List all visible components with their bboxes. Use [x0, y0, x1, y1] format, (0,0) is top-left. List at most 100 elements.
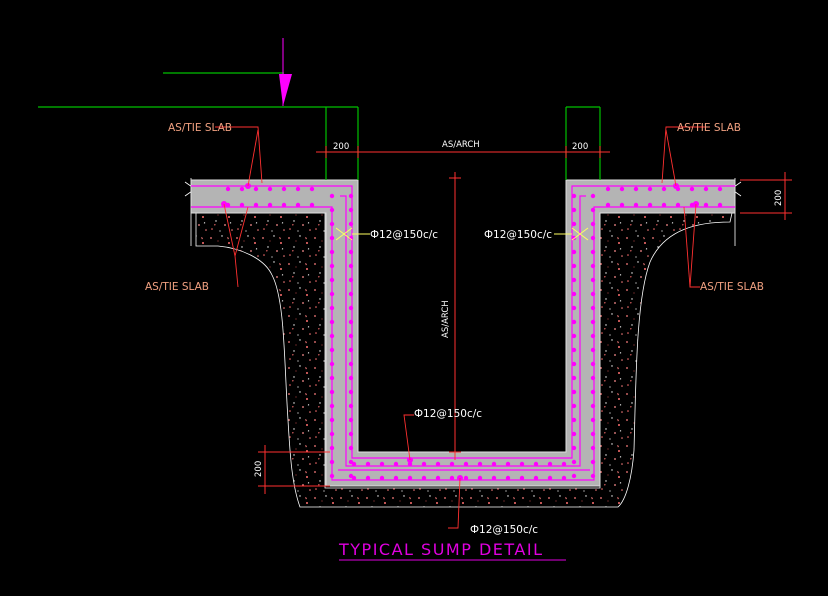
rebar-dot	[348, 445, 354, 451]
rebar-dot	[253, 202, 259, 208]
rebar-dot	[393, 475, 399, 481]
rebar-dot	[661, 202, 667, 208]
rebar-dot	[329, 207, 335, 213]
rebar-dot	[449, 461, 455, 467]
rebar-dot	[348, 291, 354, 297]
rebar-dot	[647, 186, 653, 192]
leader-lines	[215, 126, 710, 529]
rebar-dot	[590, 305, 596, 311]
sump-concrete	[190, 179, 736, 487]
rebar-dot	[703, 186, 709, 192]
rebar-dot	[348, 417, 354, 423]
rebar-dot	[463, 475, 469, 481]
rebar-dot	[348, 431, 354, 437]
rebar-dot	[547, 475, 553, 481]
rebar-dot	[571, 473, 577, 479]
rebar-dot	[329, 277, 335, 283]
rebar-label-wall-left: Ф12@150c/c	[370, 229, 438, 241]
soil-backfill	[195, 212, 733, 508]
rebar-dot	[533, 461, 539, 467]
dimension-lines	[258, 146, 792, 494]
rebar-dot	[348, 305, 354, 311]
rebar-dot	[590, 319, 596, 325]
rebar-dot	[348, 193, 354, 199]
rebar-dot	[571, 319, 577, 325]
rebar-dot	[590, 431, 596, 437]
rebar-dot	[329, 221, 335, 227]
rebar-dot	[351, 475, 357, 481]
rebar-dot	[675, 202, 681, 208]
rebar-dot	[571, 221, 577, 227]
dim-inner-width: AS/ARCH	[442, 140, 480, 150]
rebar-dot	[329, 235, 335, 241]
rebar-dot	[435, 475, 441, 481]
rebar-dot	[379, 475, 385, 481]
label-tie-slab-top-left: AS/TIE SLAB	[168, 122, 232, 134]
rebar-dot	[449, 475, 455, 481]
rebar-dot	[590, 207, 596, 213]
rebar-dot	[329, 417, 335, 423]
rebar-dot	[571, 375, 577, 381]
rebar-dot	[267, 186, 273, 192]
rebar-dot	[329, 193, 335, 199]
rebar-label-wall-right: Ф12@150c/c	[484, 229, 552, 241]
rebar-dot	[348, 333, 354, 339]
rebar-dot	[571, 291, 577, 297]
rebar-dot	[253, 186, 259, 192]
rebar-dot	[619, 202, 625, 208]
rebar-dot	[407, 475, 413, 481]
rebar-dot	[348, 347, 354, 353]
rebar-dot	[281, 202, 287, 208]
rebar-dot	[348, 319, 354, 325]
rebar-dot	[590, 221, 596, 227]
rebar-dot	[239, 186, 245, 192]
rebar-dot	[329, 459, 335, 465]
rebar-dot	[329, 305, 335, 311]
rebar-dot	[590, 375, 596, 381]
rebar-dot	[505, 475, 511, 481]
rebar-dot	[348, 235, 354, 241]
rebar-dot	[571, 305, 577, 311]
rebar-dot	[329, 389, 335, 395]
rebar-label-base-bottom: Ф12@150c/c	[470, 524, 538, 536]
rebar-dot	[633, 202, 639, 208]
rebar-dot	[421, 475, 427, 481]
rebar-label-base-top: Ф12@150c/c	[414, 408, 482, 420]
rebar-dot	[590, 193, 596, 199]
rebar-dot	[348, 207, 354, 213]
rebar-dot	[329, 263, 335, 269]
rebar-dot	[571, 347, 577, 353]
rebar-dot	[329, 431, 335, 437]
rebar-dots	[221, 183, 723, 481]
rebar-dot	[519, 461, 525, 467]
rebar-dot	[491, 475, 497, 481]
rebar-dot	[267, 202, 273, 208]
rebar-callout-marks	[335, 227, 589, 241]
rebar-dot	[281, 186, 287, 192]
rebar-dot	[590, 417, 596, 423]
rebar-dot	[561, 475, 567, 481]
rebar-dot	[295, 202, 301, 208]
rebar-dot	[463, 461, 469, 467]
rebar-dot	[365, 461, 371, 467]
rebar-dot	[329, 347, 335, 353]
rebar-dot	[647, 202, 653, 208]
rebar-dot	[491, 461, 497, 467]
rebar-dot	[477, 475, 483, 481]
rebar-dot	[561, 461, 567, 467]
rebar-dot	[329, 333, 335, 339]
rebar-dot	[225, 186, 231, 192]
rebar-dot	[348, 361, 354, 367]
rebar-dot	[348, 375, 354, 381]
rebar-dot	[661, 186, 667, 192]
rebar-dot	[348, 389, 354, 395]
rebar-dot	[519, 475, 525, 481]
rebar-dot	[633, 186, 639, 192]
rebar-dot	[571, 389, 577, 395]
rebar-dot	[571, 403, 577, 409]
rebar-dot	[329, 361, 335, 367]
dim-wall-left: 200	[333, 142, 349, 152]
rebar-dot	[717, 186, 723, 192]
rebar-dot	[571, 459, 577, 465]
